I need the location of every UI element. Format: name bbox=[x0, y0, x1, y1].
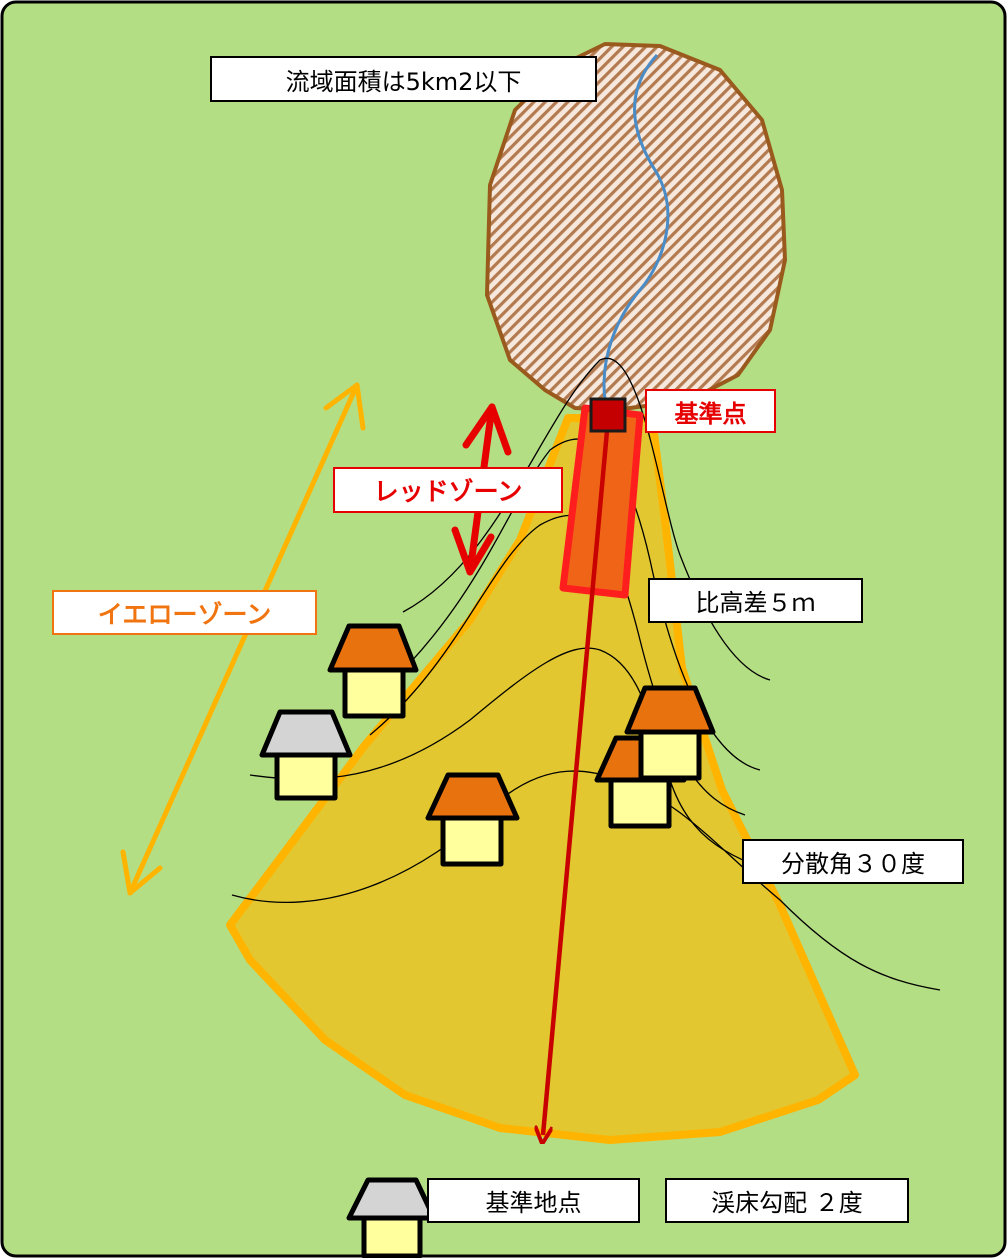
yellow-zone-area bbox=[226, 414, 859, 1144]
reference-point-label: 基準点 bbox=[645, 389, 776, 433]
flow-direction-arrow bbox=[543, 419, 611, 1135]
yellow-zone-label: イエローゾーン bbox=[52, 590, 317, 635]
bed-gradient-label: 渓床勾配 ２度 bbox=[665, 1178, 909, 1223]
yellow-zone-double-arrow bbox=[120, 382, 366, 896]
basin-area-label: 流域面積は5km2以下 bbox=[210, 56, 597, 102]
relative-height-label: 比高差５ｍ bbox=[648, 578, 863, 623]
spread-angle-label: 分散角３０度 bbox=[742, 839, 964, 884]
red-zone-label: レッドゾーン bbox=[333, 467, 563, 513]
house-icon bbox=[346, 1177, 437, 1258]
reference-point-marker bbox=[589, 397, 627, 433]
house-icon bbox=[624, 685, 716, 781]
house-icon bbox=[259, 709, 353, 801]
house-icon bbox=[327, 623, 419, 719]
house-icon bbox=[425, 772, 520, 867]
stream-line bbox=[602, 53, 670, 401]
reference-site-label: 基準地点 bbox=[427, 1178, 640, 1223]
